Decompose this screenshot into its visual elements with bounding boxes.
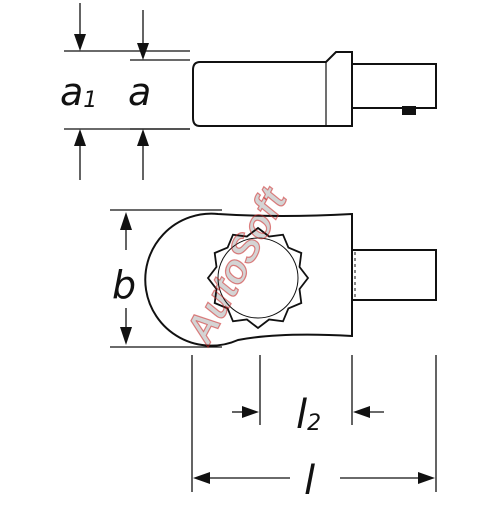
arrow-l2-right (353, 406, 370, 418)
label-l2: l2 (296, 392, 321, 438)
arrow-b-top (120, 212, 132, 230)
arrow-a1-top (74, 34, 86, 51)
label-b: b (112, 263, 136, 307)
dimension-b (110, 209, 222, 348)
dimension-a (64, 3, 190, 180)
arrow-l-left (193, 472, 210, 484)
label-a: a (128, 70, 151, 114)
ring-head-outline (144, 212, 353, 347)
side-view-body (192, 51, 437, 127)
arrow-a-top (137, 43, 149, 60)
side-view (192, 51, 437, 127)
label-a1: a1 (60, 70, 97, 114)
twelve-point-socket (206, 226, 310, 330)
socket-inner-circle (217, 237, 299, 319)
dimension-lengths (191, 355, 437, 492)
top-view (144, 212, 437, 347)
arrow-l2-left (242, 406, 259, 418)
arrow-b-bottom (120, 327, 132, 345)
label-l: l (304, 458, 315, 500)
arrow-l-right (418, 472, 435, 484)
watermark-text: AutoSoft (177, 180, 296, 352)
detent-ball (402, 106, 416, 115)
square-drive (352, 249, 437, 301)
arrow-a1-bottom (74, 129, 86, 146)
arrow-a-bottom (137, 129, 149, 146)
watermark-logo: AutoSoft (176, 179, 297, 352)
